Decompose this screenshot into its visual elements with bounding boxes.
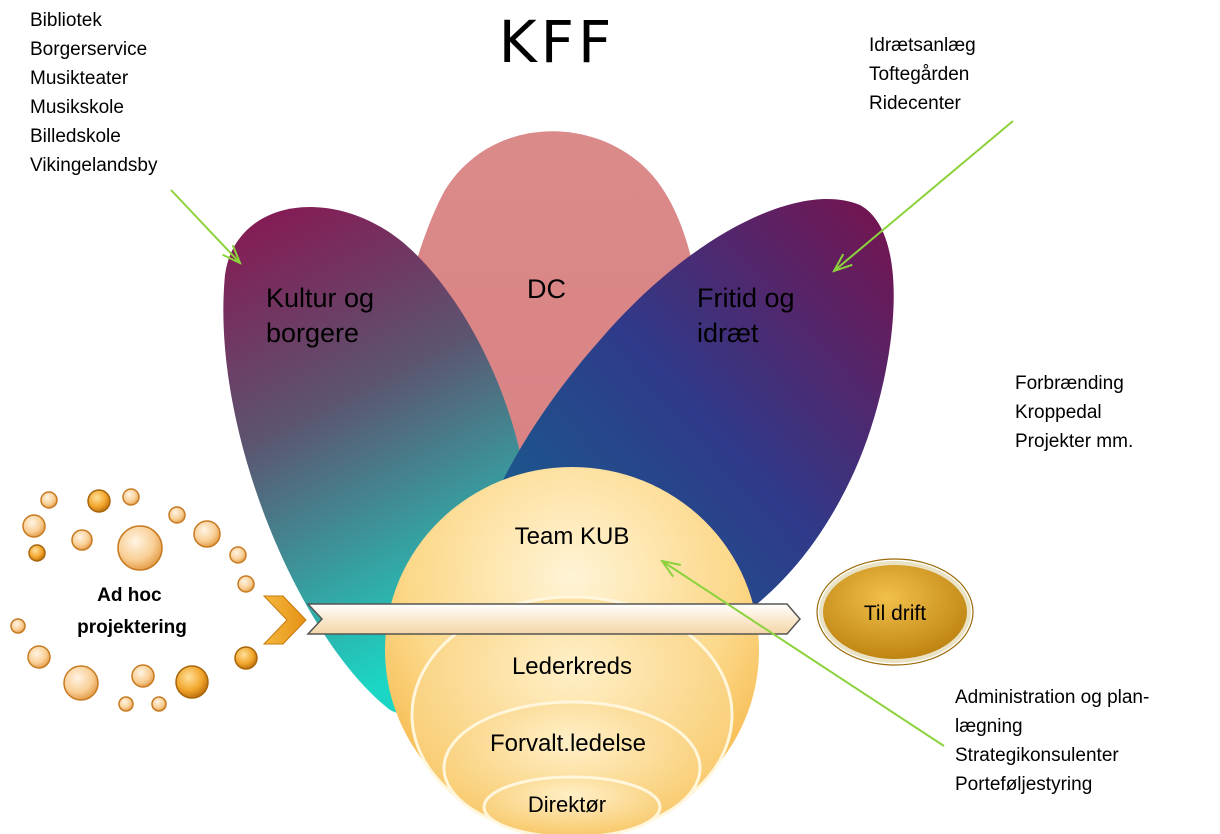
arrow-fritid xyxy=(834,120,1014,271)
team-list-item: Porteføljestyring xyxy=(955,774,1092,795)
kultur-list-item: Musikskole xyxy=(30,97,124,118)
adhoc-bubbles xyxy=(10,488,258,712)
team-list: Administration og plan- lægning Strategi… xyxy=(955,687,1155,795)
dc-list-item: Kroppedal xyxy=(1015,402,1102,423)
fritid-list-item: Ridecenter xyxy=(869,93,962,114)
fritid-list-item: Idrætsanlæg xyxy=(869,35,976,56)
petal-middle-label: DC xyxy=(527,274,566,304)
kultur-list: Bibliotek Borgerservice Musikteater Musi… xyxy=(30,10,158,176)
petal-right-label: Fritid og idræt xyxy=(697,283,802,348)
arrow-team xyxy=(662,561,945,747)
petal-right-label-line2: idræt xyxy=(697,318,759,348)
lederkreds-label: Lederkreds xyxy=(512,653,632,680)
kultur-list-item: Musikteater xyxy=(30,68,129,89)
team-list-item: Strategikonsulenter xyxy=(955,745,1119,766)
petal-left-label: Kultur og borgere xyxy=(266,283,382,348)
dc-list: Forbrænding Kroppedal Projekter mm. xyxy=(1015,373,1133,452)
kultur-list-item: Vikingelandsby xyxy=(30,155,158,176)
sphere-hierarchy xyxy=(385,467,759,834)
team-list-item: lægning xyxy=(955,716,1023,737)
petal-left-label-line2: borgere xyxy=(266,318,359,348)
fritid-list-item: Toftegården xyxy=(869,64,969,85)
til-drift-label: Til drift xyxy=(864,602,926,625)
kultur-list-item: Borgerservice xyxy=(30,39,147,60)
direktor-label: Direktør xyxy=(528,792,606,817)
arrow-kultur xyxy=(170,189,240,263)
fritid-list: Idrætsanlæg Toftegården Ridecenter xyxy=(869,35,981,114)
dc-list-item: Projekter mm. xyxy=(1015,431,1133,452)
petal-right-label-line1: Fritid og xyxy=(697,283,795,313)
dc-list-item: Forbrænding xyxy=(1015,373,1124,394)
adhoc-label-line1: Ad hoc xyxy=(97,585,162,606)
forvaltning-label: Forvalt.ledelse xyxy=(490,730,646,757)
adhoc-label: Ad hoc projektering xyxy=(77,585,187,638)
diagram-title: KFF xyxy=(499,8,616,76)
team-kub-label: Team KUB xyxy=(515,523,630,550)
chevron-arrow-icon xyxy=(262,595,307,645)
adhoc-label-line2: projektering xyxy=(77,617,187,638)
til-drift-oval xyxy=(816,558,974,666)
sphere-layer-direktor xyxy=(482,775,662,834)
kultur-list-item: Bibliotek xyxy=(30,10,102,31)
petal-left-label-line1: Kultur og xyxy=(266,283,374,313)
kultur-list-item: Billedskole xyxy=(30,126,121,147)
team-list-item: Administration og plan- xyxy=(955,687,1149,708)
progress-bar-arrow xyxy=(306,603,801,635)
